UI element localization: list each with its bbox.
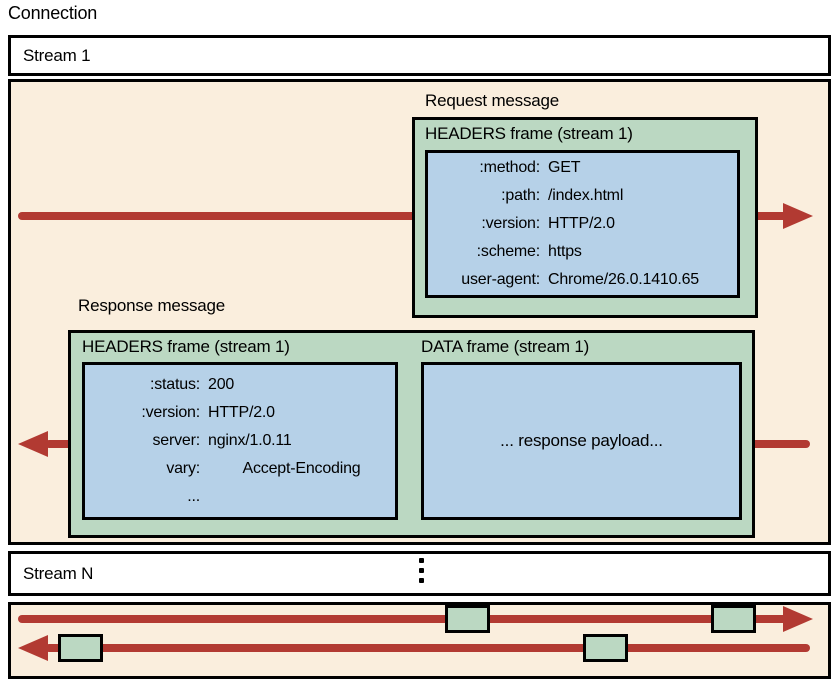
- request-headers-frame: HEADERS frame (stream 1) :method: GET :p…: [412, 117, 758, 318]
- stream-n-band: Stream N: [8, 551, 831, 596]
- frame-chip: [58, 634, 103, 662]
- header-key: :version:: [481, 215, 540, 232]
- response-headers-frame-title: HEADERS frame (stream 1): [82, 337, 290, 356]
- header-value: 200: [208, 376, 235, 393]
- header-key: :status:: [150, 376, 200, 393]
- stream-1-label: Stream 1: [23, 45, 91, 65]
- header-value: HTTP/2.0: [208, 404, 275, 421]
- request-headers-frame-title: HEADERS frame (stream 1): [425, 124, 633, 143]
- header-key: :scheme:: [476, 243, 541, 260]
- header-value: [208, 483, 395, 511]
- request-headers-table: :method: GET :path: /index.html :version…: [425, 150, 740, 298]
- stream-1-lane: Request message HEADERS frame (stream 1)…: [8, 79, 831, 545]
- header-value: GET: [548, 159, 581, 176]
- response-arrow-head-icon: [18, 431, 48, 457]
- response-message-frame: HEADERS frame (stream 1) :status: 200 :v…: [68, 330, 755, 538]
- header-key: :version:: [141, 404, 200, 421]
- header-key: vary:: [166, 460, 200, 477]
- stream-n-inbound-arrow-head-icon: [18, 635, 48, 661]
- frame-chip: [583, 634, 628, 662]
- header-value: HTTP/2.0: [548, 215, 615, 232]
- stream-n-inbound-arrow-line: [45, 644, 810, 652]
- header-key: :method:: [479, 159, 540, 176]
- request-message-label: Request message: [425, 91, 560, 110]
- stream-1-band: Stream 1: [8, 35, 831, 76]
- frame-chip: [711, 605, 756, 633]
- stream-n-outbound-arrow-head-icon: [783, 606, 813, 632]
- header-key: server:: [152, 432, 201, 449]
- stream-n-outbound-arrow-line: [18, 615, 788, 623]
- header-value: nginx/1.0.11: [208, 432, 292, 449]
- request-arrow-line: [18, 212, 793, 220]
- response-payload-box: ... response payload...: [421, 362, 742, 520]
- response-data-frame-title: DATA frame (stream 1): [421, 337, 590, 356]
- connection-label: Connection: [8, 3, 98, 23]
- header-value: /index.html: [548, 187, 624, 204]
- response-message-label: Response message: [78, 296, 226, 315]
- header-key: ...: [187, 488, 200, 505]
- header-value: Accept-Encoding: [242, 460, 361, 477]
- vertical-ellipsis-icon: [419, 558, 424, 583]
- header-value: https: [548, 243, 582, 260]
- header-value: Chrome/26.0.1410.65: [548, 271, 699, 288]
- response-headers-table: :status: 200 :version: HTTP/2.0 server: …: [82, 362, 398, 520]
- stream-n-lane: [8, 602, 831, 679]
- header-key: user-agent:: [461, 271, 540, 288]
- frame-chip: [445, 605, 490, 633]
- header-key: :path:: [501, 187, 540, 204]
- stream-n-label: Stream N: [23, 563, 94, 583]
- request-arrow-head-icon: [783, 203, 813, 229]
